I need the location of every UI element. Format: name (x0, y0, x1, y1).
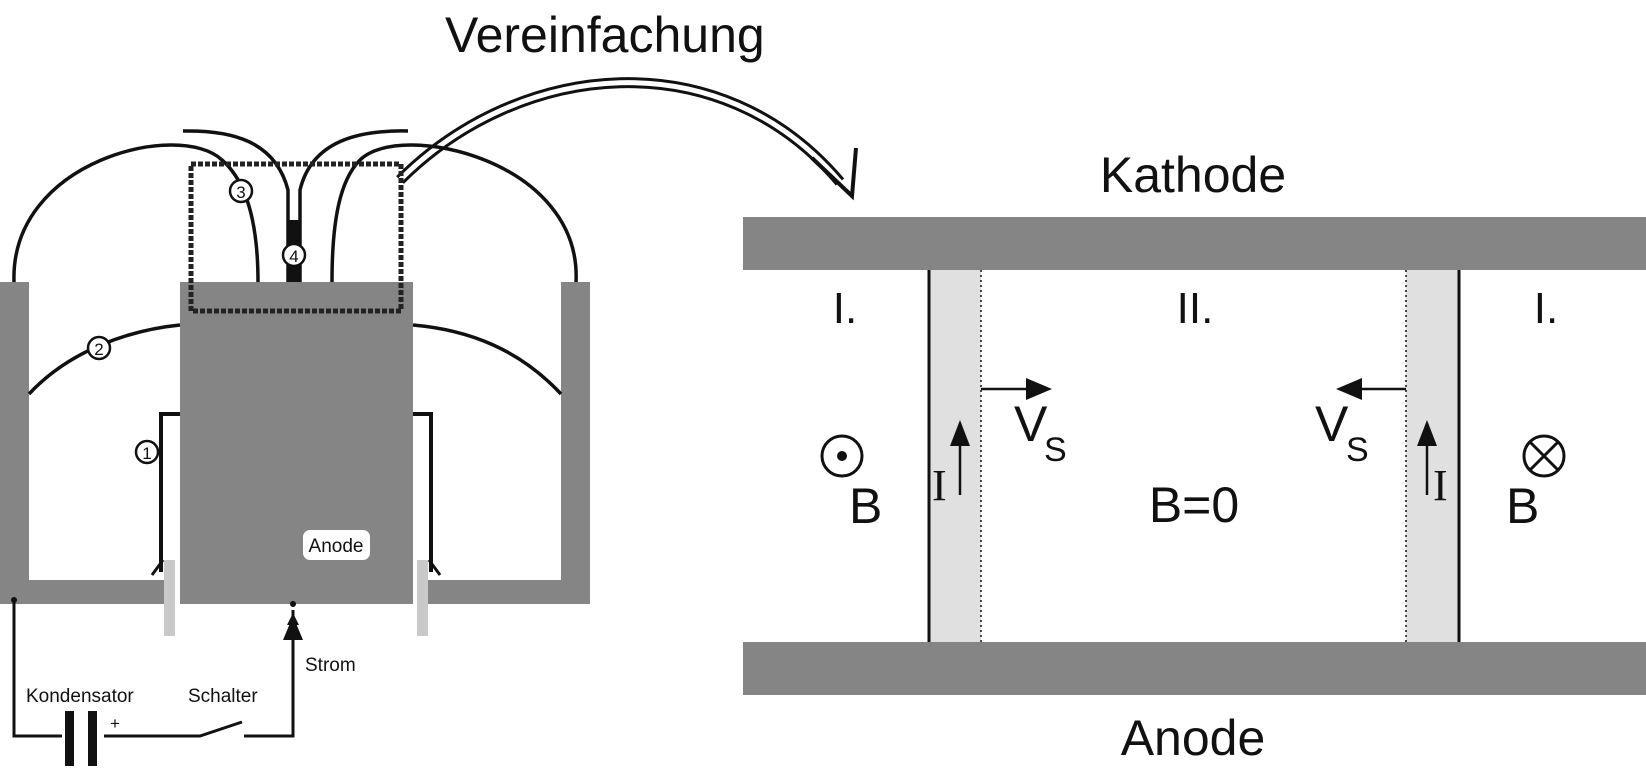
marker-4: 4 (281, 242, 307, 268)
capacitor-plate-1 (65, 711, 74, 766)
current-label-left: I (932, 461, 947, 510)
kathode-label: Kathode (1100, 147, 1286, 203)
anode-block (180, 282, 413, 604)
field-out-of-page-icon (820, 434, 864, 478)
svg-text:S: S (1044, 431, 1067, 469)
simplification-title: Vereinfachung (445, 7, 765, 63)
marker-3: 3 (228, 178, 254, 204)
schalter-label: Schalter (188, 686, 258, 707)
region-label-middle: II. (1177, 284, 1214, 333)
current-sheet-1-right (410, 412, 433, 572)
outer-electrode-bottom-left (0, 580, 165, 604)
velocity-label-right: V S (1315, 396, 1369, 469)
simplified-model: Kathode Anode I. II. I. V S V S I (743, 147, 1646, 766)
circuit (12, 600, 295, 738)
current-sheet-left (929, 270, 981, 642)
current-sheet-3-left (12, 143, 260, 283)
b-label-left: B (849, 478, 882, 534)
region-label-left: I. (833, 284, 857, 333)
strom-label: Strom (305, 655, 356, 676)
svg-text:V: V (1315, 396, 1349, 452)
capacitor-plate-2 (88, 711, 97, 766)
outer-electrode-left-wall (0, 282, 29, 604)
region-label-right: I. (1534, 284, 1558, 333)
current-sheet-4-left (182, 129, 290, 282)
anode-label-right: Anode (1121, 710, 1266, 766)
svg-text:1: 1 (142, 444, 151, 463)
anode-label-box (303, 530, 370, 560)
current-sheet-3-right (330, 143, 578, 283)
marker-2: 2 (86, 335, 112, 361)
cathode-plate (743, 217, 1646, 270)
insulator-right (417, 560, 428, 636)
kondensator-label: Kondensator (26, 686, 134, 707)
svg-text:2: 2 (94, 340, 103, 359)
svg-text:3: 3 (236, 183, 245, 202)
field-into-page-icon (1522, 434, 1566, 478)
outer-electrode-right-wall (561, 282, 590, 604)
anode-label-left: Anode (309, 536, 364, 557)
svg-text:4: 4 (289, 247, 298, 266)
marker-1: 1 (134, 439, 160, 465)
current-label-right: I (1433, 461, 1448, 510)
selection-box (188, 161, 404, 314)
current-sheet-right (1406, 270, 1459, 642)
b-label-right: B (1506, 478, 1539, 534)
current-sheet-1-left (159, 412, 182, 572)
svg-text:S: S (1346, 431, 1369, 469)
velocity-label-left: V S (1014, 396, 1067, 469)
simplification-arrow (396, 77, 858, 201)
outer-electrode-bottom-right (428, 580, 590, 604)
insulator-left (164, 560, 175, 636)
svg-text:V: V (1014, 396, 1048, 452)
anode-plate (743, 642, 1646, 695)
capacitor-plus-sign: + (110, 714, 120, 733)
apparatus: Anode 1 2 3 4 (0, 129, 590, 766)
current-sheet-4-right (298, 129, 409, 282)
b-zero-label: B=0 (1149, 477, 1239, 533)
